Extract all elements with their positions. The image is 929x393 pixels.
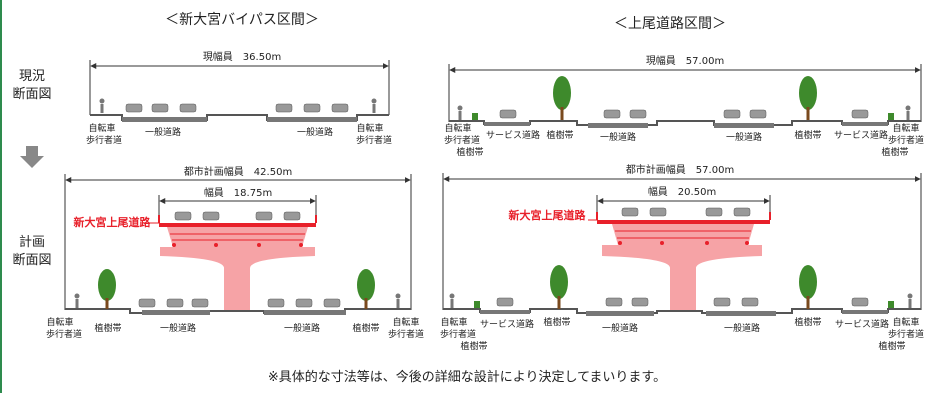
shrub-icon [472,113,478,120]
row-label-current-1: 現況 [19,69,45,84]
right-plan-section: 都市計画幅員 57.00m 幅員 20.50m 新大宮上尾道路 [440,163,924,352]
right-viaduct [596,207,771,312]
right-plan-bike-3: 自転車 [892,316,919,328]
left-current-road-2: 一般道路 [297,126,333,138]
shrub-icon [888,301,894,308]
right-plan-service-1: サービス道路 [480,318,534,330]
right-plan-planting-4: 植樹帯 [878,340,905,352]
right-plan-planting-3: 植樹帯 [794,316,821,328]
shrub-icon [888,113,894,120]
right-plan-road-2: 一般道路 [724,322,760,334]
right-current-width-label: 現幅員 57.00m [646,54,724,67]
right-plan-planting-1: 植樹帯 [460,340,487,352]
left-plan-road-1: 一般道路 [160,322,196,334]
row-label-plan-2: 断面図 [12,253,51,268]
row-label-plan-1: 計画 [19,234,45,250]
right-current-planting-3: 植樹帯 [794,129,821,141]
right-plan-planting-2: 植樹帯 [543,316,570,328]
section-title-shin-omiya: ＜新大宮バイパス区間＞ [165,12,319,28]
right-viaduct-name: 新大宮上尾道路 [509,208,587,222]
left-current-width-label: 現幅員 36.50m [203,50,281,63]
shrub-icon [474,301,480,308]
right-current-planting-1: 植樹帯 [456,146,483,158]
right-current-service-1: サービス道路 [486,129,540,141]
right-current-section: 現幅員 57.00m 自転車 歩行者道 植樹帯 サービス道路 植樹帯 [444,54,924,158]
right-current-planting-2: 植樹帯 [546,129,573,141]
car-icons-left-viaduct [174,211,301,221]
footnote: ※具体的な寸法等は、今後の詳細な設計により決定してまいります。 [268,369,666,385]
section-title-kamio: ＜上尾道路区間＞ [614,16,726,32]
right-current-road-2: 一般道路 [726,131,762,143]
right-current-planting-4: 植樹帯 [881,146,908,158]
left-viaduct [158,211,317,312]
left-plan-bike-3: 自転車 [392,316,419,328]
tree-icon-right-current-1 [553,76,571,120]
left-current-bike-3: 自転車 [356,122,383,134]
right-current-bike-4: 歩行者道 [888,134,924,146]
left-plan-width-label: 都市計画幅員 42.50m [184,165,292,178]
car-icons-right-current [499,109,869,119]
car-icons-left-plan [138,298,341,308]
right-plan-bike-1: 自転車 [440,316,467,328]
tree-icon-right-plan-2 [799,265,817,309]
person-icons-left-current [99,98,377,113]
left-plan-bike-4: 歩行者道 [388,328,424,340]
left-current-section: 現幅員 36.50m 自転車 歩行者道 一般道路 一般道路 自転車 歩行者道 [86,50,392,146]
person-icons-left-plan [74,293,401,308]
right-viaduct-width-label: 幅員 20.50m [648,185,716,198]
left-plan-bike-2: 歩行者道 [46,328,82,340]
left-current-bike-4: 歩行者道 [356,134,392,146]
right-plan-width-label: 都市計画幅員 57.00m [626,163,734,176]
person-icons-right-current [457,105,911,120]
row-label-current-2: 断面図 [12,87,51,102]
tree-icon-left-plan-1 [98,269,116,309]
car-icons-right-plan [496,297,869,307]
car-icons-right-viaduct [621,207,751,217]
tree-icon-right-plan-1 [550,265,568,309]
left-plan-planting-2: 植樹帯 [352,322,379,334]
right-plan-road-1: 一般道路 [602,322,638,334]
left-viaduct-name: 新大宮上尾道路 [74,215,152,229]
tree-icon-right-current-2 [799,76,817,120]
left-plan-road-2: 一般道路 [284,322,320,334]
left-plan-section: 都市計画幅員 42.50m 幅員 18.75m 新大宮上尾道路 [46,165,424,340]
right-plan-bike-2: 歩行者道 [440,328,476,340]
right-current-road-1: 一般道路 [600,131,636,143]
left-current-road-1: 一般道路 [145,126,181,138]
left-current-bike-1: 自転車 [88,122,115,134]
left-plan-planting-1: 植樹帯 [94,322,121,334]
person-icons-right-plan [449,293,913,308]
right-current-bike-1: 自転車 [444,122,471,134]
right-current-service-2: サービス道路 [834,129,888,141]
right-plan-bike-4: 歩行者道 [888,328,924,340]
right-plan-service-2: サービス道路 [835,318,889,330]
left-current-bike-2: 歩行者道 [86,134,122,146]
right-current-bike-3: 自転車 [892,122,919,134]
car-icons-left-current [125,103,349,113]
tree-icon-left-plan-2 [357,269,375,309]
left-viaduct-width-label: 幅員 18.75m [204,186,272,199]
right-current-bike-2: 歩行者道 [444,134,480,146]
down-arrow-icon [20,146,44,168]
left-plan-bike-1: 自転車 [46,316,73,328]
